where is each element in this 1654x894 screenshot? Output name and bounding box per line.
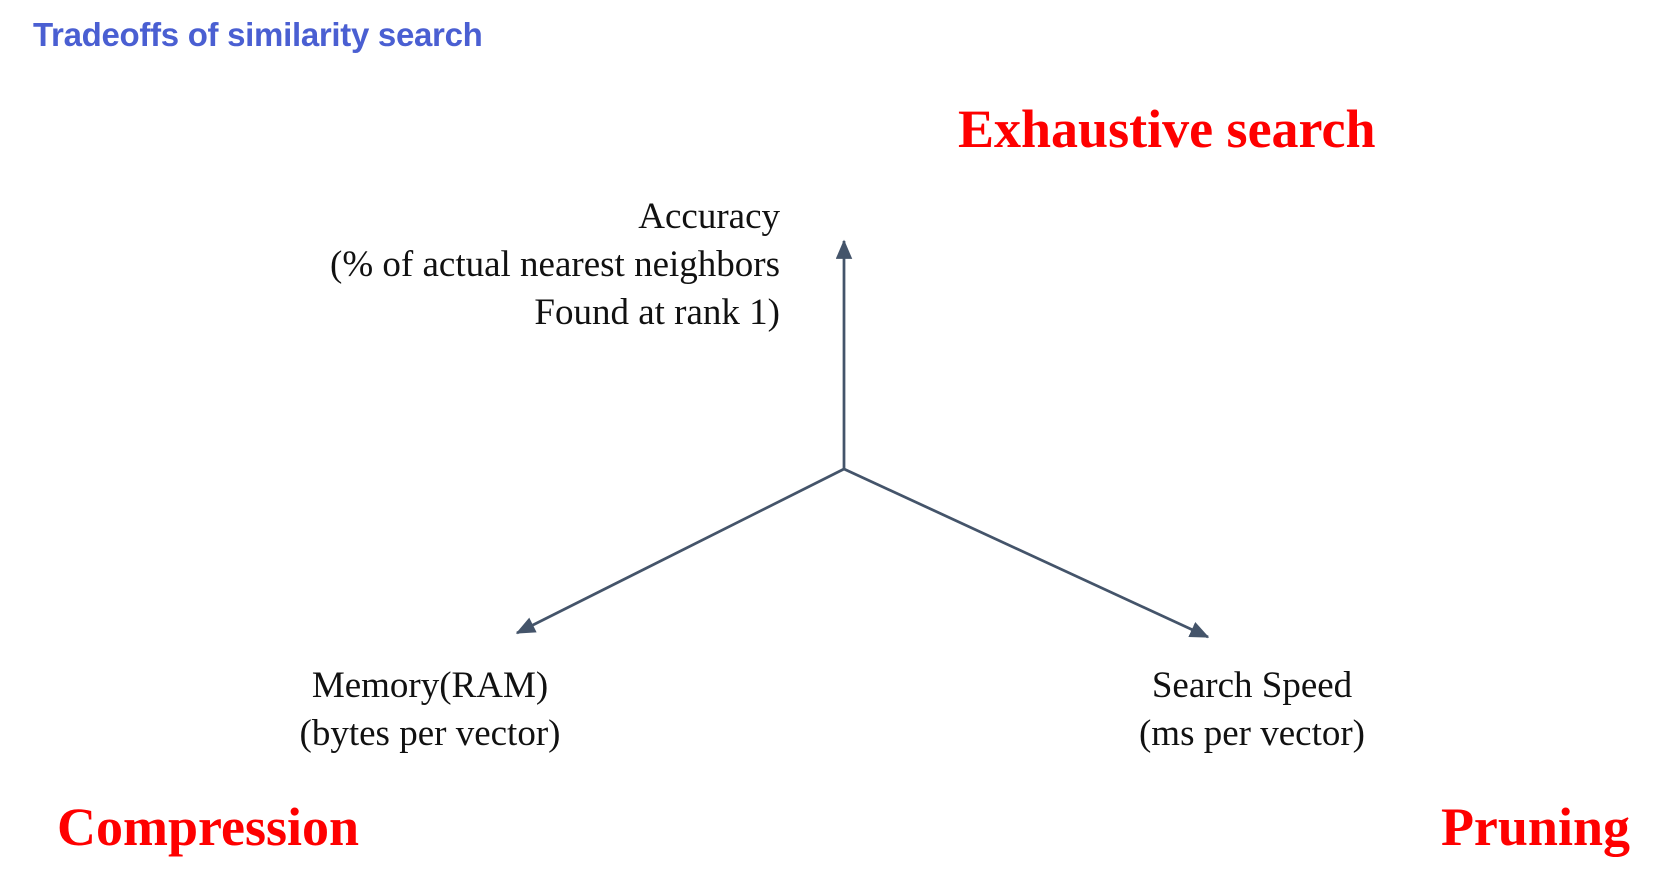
slide-title: Tradeoffs of similarity search [33,16,483,53]
speed-axis-label-line1: Search Speed [1151,665,1353,706]
accuracy-axis-label-line2: (% of actual nearest neighbors [330,244,780,285]
accuracy-axis-label: Accuracy (% of actual nearest neighbors … [330,193,780,337]
memory-axis-arrow [515,467,845,635]
speed-axis-arrow [843,467,1210,639]
accuracy-axis-label-line3: Found at rank 1) [534,292,780,333]
accuracy-axis-label-line1: Accuracy [638,196,780,237]
compression-label: Compression [57,797,360,857]
pruning-label: Pruning [1440,797,1630,857]
speed-axis-label: Search Speed (ms per vector) [1002,662,1502,758]
memory-axis-label: Memory(RAM) (bytes per vector) [180,662,680,758]
exhaustive-search-label: Exhaustive search [958,99,1376,159]
memory-axis-label-line1: Memory(RAM) [311,665,549,706]
memory-axis-label-line2: (bytes per vector) [299,713,561,754]
speed-axis-label-line2: (ms per vector) [1138,713,1365,754]
